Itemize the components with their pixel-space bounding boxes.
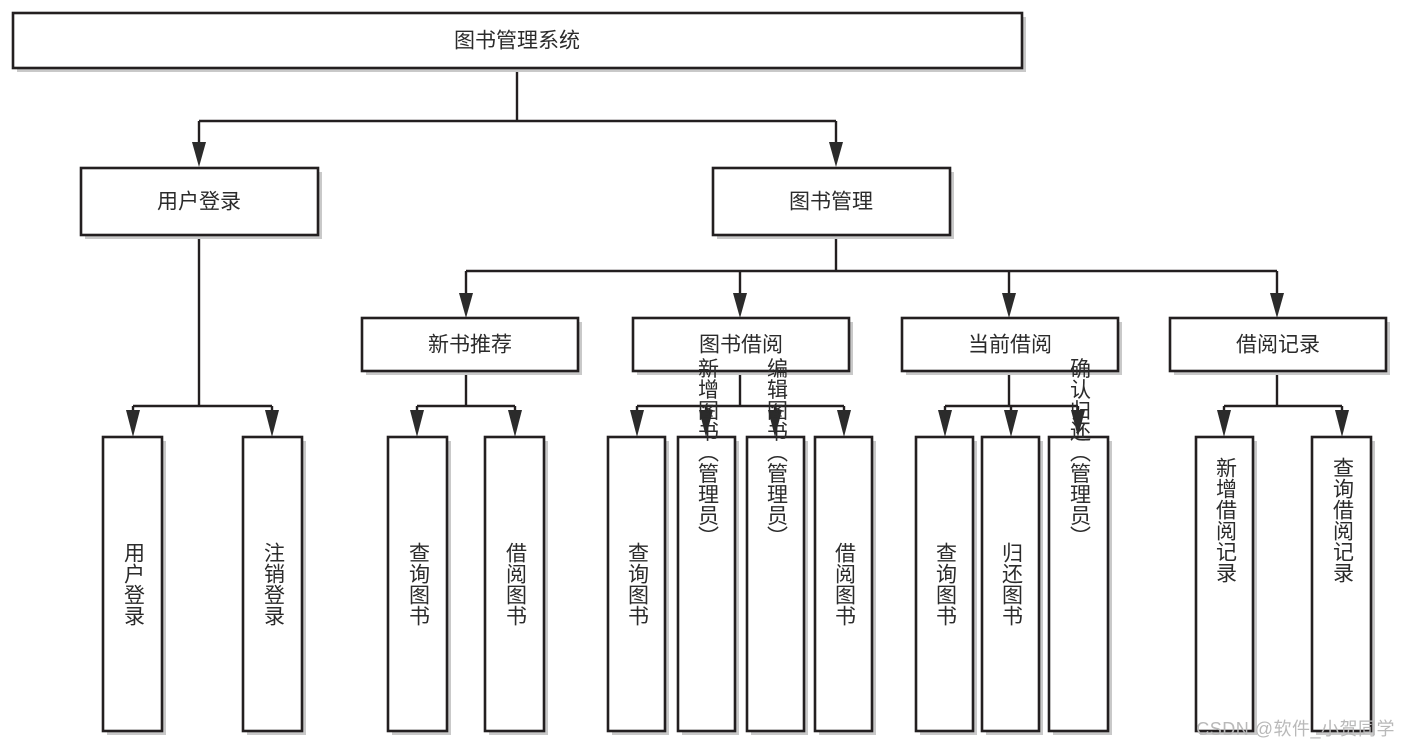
- arrow-borrow-leaf1: [630, 410, 644, 437]
- node-leaf13-label: 查询借阅记录: [1331, 457, 1355, 583]
- node-leaf13-box: [1310, 435, 1373, 733]
- node-leaf-borrow-book[interactable]: 借阅图书: [813, 435, 876, 735]
- node-leaf6-label: 新增图书（管理员）: [696, 358, 720, 547]
- node-leaf11-box: [1047, 435, 1110, 733]
- node-leaf4-label: 借阅图书: [504, 542, 528, 626]
- node-login[interactable]: 用户登录: [79, 166, 322, 239]
- arrow-to-borrow: [733, 293, 747, 318]
- arrow-current-leaf1: [938, 410, 952, 437]
- node-leaf-edit-book-admin[interactable]: 编辑图书（管理员）: [745, 358, 808, 736]
- node-leaf11-label: 确认归还（管理员）: [1068, 358, 1092, 547]
- node-leaf-newbook-borrow[interactable]: 借阅图书: [483, 435, 548, 735]
- arrow-to-bookmgmt: [829, 142, 843, 167]
- arrow-borrow-leaf4: [837, 410, 851, 437]
- node-current-label: 当前借阅: [968, 334, 1052, 357]
- node-leaf3-label: 查询图书: [407, 542, 431, 626]
- node-leaf-current-query[interactable]: 查询图书: [914, 435, 977, 735]
- node-bookmgmt-label: 图书管理: [789, 191, 873, 214]
- connector-layer: [126, 68, 1349, 437]
- node-record-label: 借阅记录: [1236, 334, 1320, 357]
- arrow-borrow-leaf3: [768, 410, 782, 437]
- arrow-record-leaf1: [1217, 410, 1231, 437]
- node-record[interactable]: 借阅记录: [1168, 316, 1390, 375]
- node-leaf-add-book-admin[interactable]: 新增图书（管理员）: [676, 358, 739, 736]
- node-newbook-box: [360, 316, 580, 373]
- node-leaf7-box: [745, 435, 806, 733]
- arrow-borrow-leaf2: [699, 410, 713, 437]
- node-current[interactable]: 当前借阅: [900, 316, 1122, 375]
- arrow-to-current: [1002, 293, 1016, 318]
- node-leaf-logout[interactable]: 注销登录: [241, 435, 306, 735]
- node-root-label: 图书管理系统: [454, 30, 580, 53]
- node-leaf9-box: [914, 435, 975, 733]
- node-login-box: [79, 166, 320, 237]
- node-leaf-newbook-query[interactable]: 查询图书: [386, 435, 451, 735]
- arrow-to-newbook: [459, 293, 473, 318]
- node-borrow[interactable]: 图书借阅: [631, 316, 853, 375]
- node-leaf5-label: 查询图书: [626, 542, 650, 626]
- node-newbook[interactable]: 新书推荐: [360, 316, 582, 375]
- node-leaf10-label: 归还图书: [1000, 542, 1024, 626]
- node-leaf1-box: [101, 435, 164, 733]
- node-leaf-return-book[interactable]: 归还图书: [980, 435, 1043, 735]
- arrow-newbook-leaf2: [508, 410, 522, 437]
- node-leaf-add-record[interactable]: 新增借阅记录: [1194, 435, 1257, 735]
- node-leaf-query-record[interactable]: 查询借阅记录: [1310, 435, 1375, 735]
- node-leaf7-label: 编辑图书（管理员）: [765, 358, 789, 547]
- node-leaf-confirm-return-admin[interactable]: 确认归还（管理员）: [1047, 358, 1112, 736]
- arrow-login-leaf1: [126, 410, 140, 437]
- node-login-label: 用户登录: [157, 191, 241, 214]
- arrow-current-leaf3: [1071, 410, 1085, 437]
- node-leaf10-box: [980, 435, 1041, 733]
- arrow-record-leaf2: [1335, 410, 1349, 437]
- node-current-box: [900, 316, 1120, 373]
- node-root-box: [11, 11, 1024, 70]
- node-leaf3-box: [386, 435, 449, 733]
- arrow-newbook-leaf1: [410, 410, 424, 437]
- node-root[interactable]: 图书管理系统: [11, 11, 1026, 72]
- node-leaf8-label: 借阅图书: [833, 542, 857, 626]
- node-leaf4-box: [483, 435, 546, 733]
- arrow-login-leaf2: [265, 410, 279, 437]
- arrow-to-login: [192, 142, 206, 167]
- node-leaf-borrow-query[interactable]: 查询图书: [606, 435, 669, 735]
- node-borrow-box: [631, 316, 851, 373]
- arrow-current-leaf2: [1004, 410, 1018, 437]
- node-bookmgmt-box: [711, 166, 952, 237]
- leaf-nodes-layer: 用户登录 注销登录 查询图书 借阅图书 查询图书 新增图书（管理员）: [101, 358, 1375, 736]
- node-newbook-label: 新书推荐: [428, 334, 512, 357]
- node-leaf2-box: [241, 435, 304, 733]
- node-leaf-user-login[interactable]: 用户登录: [101, 435, 166, 735]
- arrow-to-record: [1270, 293, 1284, 318]
- node-record-box: [1168, 316, 1388, 373]
- node-leaf5-box: [606, 435, 667, 733]
- node-leaf8-box: [813, 435, 874, 733]
- node-leaf12-label: 新增借阅记录: [1214, 457, 1238, 583]
- node-borrow-label: 图书借阅: [699, 334, 783, 357]
- node-leaf6-box: [676, 435, 737, 733]
- node-leaf1-label: 用户登录: [122, 542, 146, 626]
- node-leaf9-label: 查询图书: [934, 542, 958, 626]
- node-leaf2-label: 注销登录: [262, 542, 286, 626]
- node-leaf12-box: [1194, 435, 1255, 733]
- node-bookmgmt[interactable]: 图书管理: [711, 166, 954, 239]
